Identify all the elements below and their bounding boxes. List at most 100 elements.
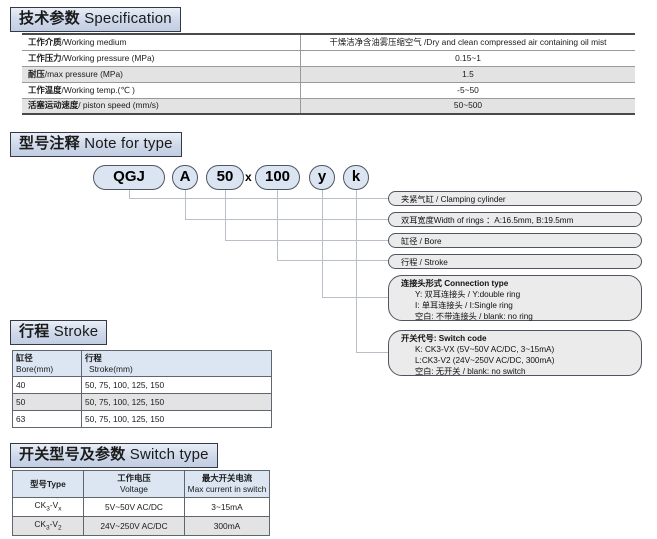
switch-header-type-label: 型号Type — [30, 478, 66, 489]
leader-line-a-h — [185, 219, 389, 220]
callout-connection-line-2: I: 单耳连接头 / I:Single ring — [415, 301, 513, 310]
spec-label-en: /Working temp.(℃ ) — [61, 84, 135, 95]
stroke-header-bore-en: Bore(mm) — [16, 364, 54, 374]
switch-header-type: 型号Type — [12, 470, 84, 498]
stroke-cell-values: 50, 75, 100, 125, 150 — [81, 376, 272, 394]
leader-line-y-v — [322, 190, 323, 298]
spec-label-cn: 耐压 — [28, 68, 45, 79]
spec-label-cell: 工作介质/Working medium — [22, 33, 301, 51]
leader-line-50-h — [225, 240, 389, 241]
stroke-cell-bore: 63 — [12, 410, 82, 428]
callout-switch-code: 开关代号: Switch code K: CK3-VX (5V~50V AC/D… — [388, 330, 642, 376]
section-header-stroke-cn: 行程 — [19, 323, 50, 340]
callout-connection-line-3: 空白: 不带连接头 / blank: no ring — [415, 312, 533, 321]
switch-type-mid: -V — [49, 518, 58, 529]
spec-label-cn: 工作介质 — [28, 36, 62, 47]
section-header-specification-en: Specification — [84, 10, 172, 27]
switch-type-mid: -V — [49, 499, 59, 510]
switch-type-sub2: 2 — [58, 524, 62, 532]
spec-label-cell: 工作压力/Working pressure (MPa) — [22, 49, 301, 67]
callout-bore: 缸径 / Bore — [388, 233, 642, 248]
section-header-switch-en: Switch type — [129, 446, 209, 463]
table-row: 耐压/max pressure (MPa) 1.5 — [22, 65, 635, 83]
callout-switch-line-3: 空白: 无开关 / blank: no switch — [415, 367, 526, 376]
switch-cell-voltage: 24V~250V AC/DC — [83, 516, 185, 536]
stroke-cell-values: 50, 75, 100, 125, 150 — [81, 393, 272, 411]
switch-header-voltage-cn: 工作电压 — [117, 473, 151, 483]
spec-value-cell: 干燥洁净含油雾压缩空气 /Dry and clean compressed ai… — [300, 33, 635, 51]
spec-label-cn: 活塞运动速度 — [28, 100, 79, 111]
table-row: 活塞运动速度/ piston speed (mm/s) 50~500 — [22, 97, 635, 115]
switch-type-table: 型号Type 工作电压 Voltage 最大开关电流 Max current i… — [12, 470, 270, 536]
section-header-specification-cn: 技术参数 — [19, 10, 80, 27]
stroke-header-bore: 缸径 Bore(mm) — [12, 350, 82, 377]
stroke-header-stroke-en: Stroke(mm) — [89, 364, 133, 374]
leader-line-qgj-h — [129, 198, 389, 199]
callout-switch-line-2: L:CK3-V2 (24V~250V AC/DC, 300mA) — [415, 356, 555, 365]
spec-label-cell: 耐压/max pressure (MPa) — [22, 65, 301, 83]
spec-label-en: /Working medium — [61, 36, 127, 47]
table-row: 40 50, 75, 100, 125, 150 — [12, 376, 272, 394]
spec-label-cn: 工作温度 — [28, 84, 62, 95]
stroke-cell-values: 50, 75, 100, 125, 150 — [81, 410, 272, 428]
table-row: 63 50, 75, 100, 125, 150 — [12, 410, 272, 428]
callout-stroke: 行程 / Stroke — [388, 254, 642, 269]
spec-value-cell: 1.5 — [300, 65, 635, 83]
spec-value-cell: -5~50 — [300, 81, 635, 99]
switch-type-sub2: x — [58, 505, 62, 513]
switch-type-main: CK — [34, 499, 47, 510]
table-row: CK3-Vx 5V~50V AC/DC 3~15mA — [12, 497, 270, 517]
switch-type-main: CK — [34, 518, 46, 529]
pill-a: A — [172, 165, 198, 190]
leader-line-100-v — [277, 190, 278, 261]
switch-cell-current: 300mA — [184, 516, 270, 536]
leader-line-qgj-v — [129, 190, 130, 199]
table-header-row: 缸径 Bore(mm) 行程 Stroke(mm) — [12, 350, 272, 377]
callout-connection-type: 连接头形式 Connection type Y: 双耳连接头 / Y:doubl… — [388, 275, 642, 321]
callout-connection-title: 连接头形式 Connection type — [401, 279, 509, 288]
switch-cell-type: CK3-V2 — [12, 516, 84, 536]
stroke-cell-bore: 50 — [12, 393, 82, 411]
section-header-note-for-type: 型号注释 Note for type — [10, 132, 182, 157]
stroke-table: 缸径 Bore(mm) 行程 Stroke(mm) 40 50, 75, 100… — [12, 350, 272, 428]
switch-type-sub1: 3 — [46, 505, 50, 513]
spec-label-en: /Working pressure (MPa) — [61, 52, 155, 63]
leader-line-k-h — [356, 352, 389, 353]
table-row: 工作介质/Working medium 干燥洁净含油雾压缩空气 /Dry and… — [22, 33, 635, 51]
leader-line-a-v — [185, 190, 186, 220]
switch-header-current-en: Max current in switch — [187, 484, 267, 494]
pill-50: 50 — [206, 165, 244, 190]
leader-line-100-h — [277, 260, 389, 261]
switch-type-sub1: 3 — [46, 524, 50, 532]
specification-table: 工作介质/Working medium 干燥洁净含油雾压缩空气 /Dry and… — [22, 33, 635, 115]
callout-switch-title: 开关代号: Switch code — [401, 334, 487, 343]
spec-label-en: / piston speed (mm/s) — [78, 100, 159, 111]
section-header-note-cn: 型号注释 — [19, 135, 80, 152]
spec-label-en: /max pressure (MPa) — [44, 68, 123, 79]
section-header-note-en: Note for type — [84, 135, 173, 152]
section-header-stroke-en: Stroke — [53, 323, 99, 340]
section-header-switch-cn: 开关型号及参数 — [19, 446, 126, 463]
stroke-header-bore-cn: 缸径 — [16, 353, 33, 363]
stroke-header-stroke-cn: 行程 — [85, 353, 102, 363]
stroke-header-stroke: 行程 Stroke(mm) — [81, 350, 272, 377]
spec-label-cn: 工作压力 — [28, 52, 62, 63]
switch-header-current: 最大开关电流 Max current in switch — [184, 470, 270, 498]
spec-label-cell: 工作温度/Working temp.(℃ ) — [22, 81, 301, 99]
leader-line-k-v — [356, 190, 357, 353]
switch-cell-current: 3~15mA — [184, 497, 270, 517]
section-header-specification: 技术参数 Specification — [10, 7, 181, 32]
table-row: 工作温度/Working temp.(℃ ) -5~50 — [22, 81, 635, 99]
callout-clamping-cylinder: 夹紧气缸 / Clamping cylinder — [388, 191, 642, 206]
pill-k: k — [343, 165, 369, 190]
switch-cell-voltage: 5V~50V AC/DC — [83, 497, 185, 517]
table-row: 50 50, 75, 100, 125, 150 — [12, 393, 272, 411]
leader-line-50-v — [225, 190, 226, 241]
pill-y: y — [309, 165, 335, 190]
spec-label-cell: 活塞运动速度/ piston speed (mm/s) — [22, 97, 301, 115]
switch-header-current-cn: 最大开关电流 — [201, 473, 253, 483]
table-row: 工作压力/Working pressure (MPa) 0.15~1 — [22, 49, 635, 67]
model-code-diagram: QGJ A 50 x 100 y k 夹紧气缸 / Clamping cylin… — [0, 160, 657, 390]
table-header-row: 型号Type 工作电压 Voltage 最大开关电流 Max current i… — [12, 470, 270, 498]
callout-switch-line-1: K: CK3-VX (5V~50V AC/DC, 3~15mA) — [415, 345, 555, 354]
